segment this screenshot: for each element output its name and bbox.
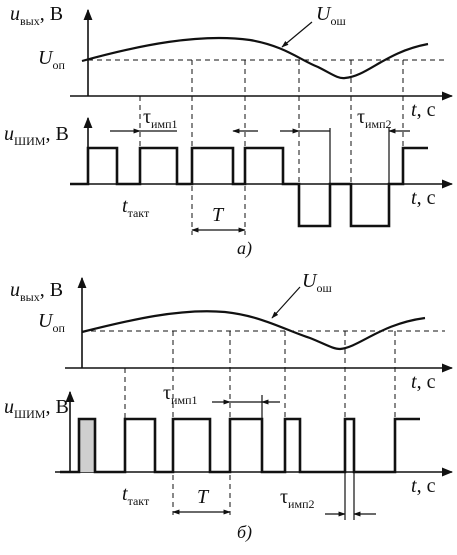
pwm-voltage-symbol-a: uШИМ, В <box>4 123 69 148</box>
tau1-label-a: τимп1 <box>143 106 177 131</box>
time-axis-1-label-b: t, с <box>411 371 436 393</box>
caption-b: б) <box>237 522 252 543</box>
error-voltage-pointer-b <box>271 286 301 319</box>
output-voltage-curve-b <box>81 310 426 351</box>
clock-time-label-a: tтакт <box>122 195 150 220</box>
pwm-waveform-b <box>60 417 420 474</box>
time-axis-2-label-b: t, с <box>411 475 436 497</box>
period-label-b: T <box>197 486 210 508</box>
output-voltage-curve-a <box>81 36 429 80</box>
error-voltage-label-a: Uош <box>316 3 346 28</box>
reference-voltage-label-a: Uоп <box>38 47 65 72</box>
time-axis-2-label-a: t, с <box>411 187 436 209</box>
tau2-label-a: τимп2 <box>357 106 391 131</box>
period-label-a: T <box>212 204 225 226</box>
pwm-waveform-a <box>70 146 428 228</box>
error-voltage-label-b: Uош <box>302 270 332 295</box>
clock-time-label-b: tтакт <box>122 483 150 508</box>
panel-b: uвых, В Uош Uоп t, с uШИМ, В t, с τимп1 … <box>4 270 454 543</box>
panel-a: uвых, В Uош Uоп t, с uШИМ, В t, с τимп1 … <box>4 3 454 259</box>
time-axis-1-label-a: t, с <box>411 99 436 121</box>
error-voltage-pointer-a <box>281 21 313 48</box>
first-pulse-fill-b <box>79 419 95 472</box>
tau1-label-b: τимп1 <box>163 382 197 407</box>
pwm-voltage-symbol-b: uШИМ, В <box>4 396 69 421</box>
tau2-label-b: τимп2 <box>280 486 314 511</box>
caption-a: а) <box>237 238 252 259</box>
reference-voltage-label-b: Uоп <box>38 310 65 335</box>
output-voltage-symbol-a: uвых, В <box>10 3 63 28</box>
output-voltage-symbol-b: uвых, В <box>10 279 63 304</box>
